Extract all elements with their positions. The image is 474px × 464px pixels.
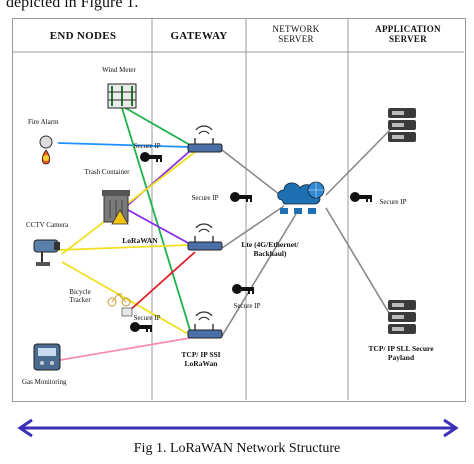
gas-monitoring-icon [33,343,61,371]
gateway-1-icon [187,125,223,153]
label-secure-ip-3: Secure IP [233,302,261,310]
label-cctv-camera: CCTV Camera [26,221,69,229]
gateway-3-icon [187,311,223,339]
label-secure-ip-1: Secure IP [133,142,161,150]
label-lorawan: LoRaWAN [122,236,158,245]
link-wind-to-gw3 [121,107,191,331]
link-cctv-to-gw2 [57,244,191,251]
link-wind-to-gw1 [121,105,191,146]
column-network-server: NETWORK SERVER [272,24,320,44]
label-secure-ip-2: Secure IP [191,194,219,202]
fire-alarm-icon [39,135,53,165]
label-bicycle-tracker: Bicycle Tracker [69,288,91,304]
partial-text-top: depicted in Figure 1. [6,0,139,11]
column-application-server: APPLICATION SERVER [375,24,441,44]
key-icon [232,284,254,294]
application-server-2-icon [388,300,416,334]
label-secure-ip-5: Secure IP [379,198,407,206]
gateway-2-icon [187,223,223,251]
wind-meter-icon [107,83,137,109]
cctv-camera-icon [33,239,60,266]
backhaul-links [215,129,393,337]
figure-caption: Fig 1. LoRaWAN Network Structure [133,441,341,456]
network-server-cloud-icon [277,181,325,214]
label-fire-alarm: Fire Alarm [28,118,59,126]
double-arrow [17,418,459,438]
label-tcp-ip-sll: TCP/ IP SLL Secure Payland [368,344,434,362]
diagram-frame [12,18,466,402]
label-wind-meter: Wind Meter [102,66,136,74]
link-gas-to-gw3 [59,337,191,361]
key-icon [230,192,252,202]
key-icon [140,152,162,162]
column-dividers [12,18,464,400]
bicycle-tracker-icon [107,293,133,317]
label-gas-monitoring: Gas Monitoring [22,378,67,386]
key-icon [130,322,152,332]
key-icon [350,192,372,202]
column-end-nodes: END NODES [49,30,117,42]
link-fire-to-gw1 [57,142,191,148]
label-tcp-ip-ssi: TCP/ IP SSI LoRaWan [181,350,221,368]
link-trash-to-gw2 [127,209,191,245]
trash-container-icon [102,190,130,225]
application-server-1-icon [388,108,416,142]
label-trash-container: Trash Container [84,168,130,176]
column-gateway: GATEWAY [170,30,228,42]
link-bike-to-gw2 [127,251,196,313]
label-lte-backhaul: Lte (4G/Ethernet/ Backhaul) [241,240,299,258]
label-secure-ip-4: Secure IP [133,314,161,322]
